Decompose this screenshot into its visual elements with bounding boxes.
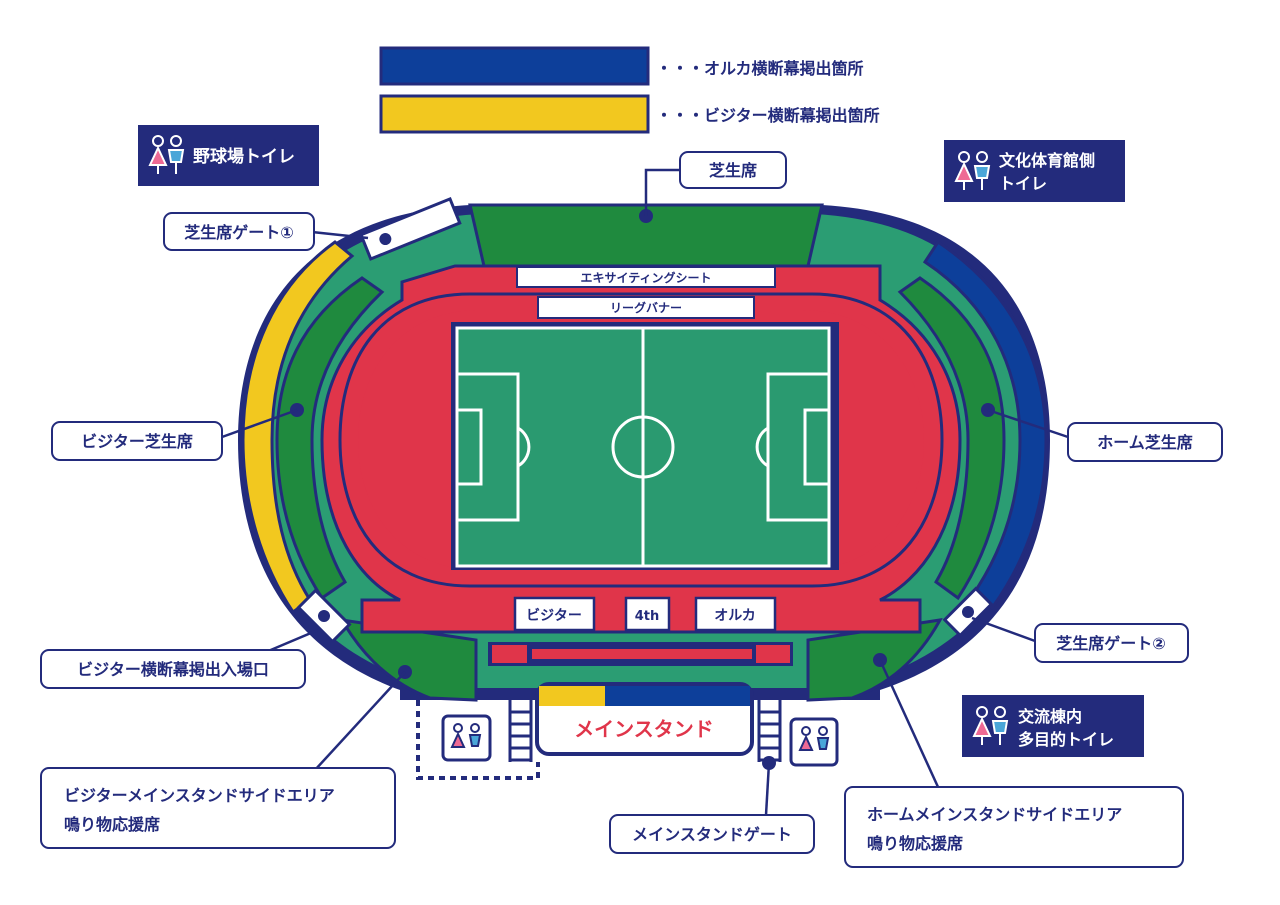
legend-visitor-swatch [379, 94, 650, 134]
toilet-exchange: 交流棟内 多目的トイレ [962, 695, 1144, 757]
legend-visitor-label: ・・・ビジター横断幕掲出箇所 [656, 106, 880, 125]
main-stand: メインスタンド [535, 682, 754, 756]
toilet-exchange-label-1: 交流棟内 [1018, 707, 1082, 726]
callout-main-gate-label: メインスタンドゲート [632, 825, 792, 844]
callout-visitor-lawn-label: ビジター芝生席 [81, 432, 193, 451]
callout-lawn-gate-1: 芝生席ゲート① [163, 212, 315, 251]
toilet-icon-main-right [789, 717, 839, 767]
callout-visitor-side-label-1: ビジターメインスタンドサイドエリア [64, 786, 335, 805]
callout-visitor-lawn: ビジター芝生席 [51, 421, 223, 461]
exciting-seat-label: エキサイティングシート [580, 270, 711, 285]
pitch-side-strip-right [756, 645, 790, 663]
bench-orca-label: オルカ [714, 608, 756, 624]
bench-orca-box [694, 596, 777, 632]
legend-orca-swatch [379, 46, 650, 86]
callout-home-side-label-2: 鳴り物応援席 [867, 834, 963, 853]
football-pitch [451, 322, 839, 570]
callout-home-side: ホームメインスタンドサイドエリア 鳴り物応援席 [844, 786, 1184, 868]
main-stand-orca-banner [605, 686, 750, 706]
toilet-baseball: 野球場トイレ [138, 125, 319, 186]
legend-orca-label: ・・・オルカ横断幕掲出箇所 [656, 59, 864, 78]
exciting-seat-box [516, 266, 776, 288]
orca-banner-area [922, 239, 1048, 610]
centre-circle [611, 415, 675, 479]
callout-home-lawn: ホーム芝生席 [1067, 422, 1223, 462]
visitor-banner-gate-marker [296, 588, 352, 644]
toilet-icon-main-left [441, 714, 492, 762]
callout-home-lawn-label: ホーム芝生席 [1097, 433, 1193, 452]
toilet-gym-label-1: 文化体育館側 [999, 151, 1095, 170]
dotted-visitor-area [416, 700, 540, 780]
callout-visitor-side-label-2: 鳴り物応援席 [64, 815, 160, 834]
league-banner-box [537, 296, 755, 319]
toilet-gym: 文化体育館側 トイレ [944, 140, 1125, 202]
right-penalty-arc [755, 426, 769, 468]
callout-visitor-side: ビジターメインスタンドサイドエリア 鳴り物応援席 [40, 767, 396, 849]
visitor-side-area [339, 618, 478, 702]
stairs-left [508, 700, 533, 762]
bench-4th-box [624, 596, 671, 632]
left-penalty-arc [517, 426, 531, 468]
callout-visitor-banner-gate: ビジター横断幕掲出入場口 [40, 649, 306, 689]
bench-4th-label: 4th [635, 609, 660, 624]
visitor-banner-area [241, 240, 355, 615]
callout-lawn-top-label: 芝生席 [709, 161, 757, 180]
main-stand-visitor-banner [539, 686, 605, 706]
league-banner-label: リーグバナー [610, 300, 682, 315]
callout-main-gate: メインスタンドゲート [609, 814, 815, 854]
callout-lawn-gate-1-label: 芝生席ゲート① [184, 223, 294, 242]
main-stand-label: メインスタンド [574, 717, 714, 741]
left-goal-box [455, 408, 483, 486]
legend: ・・・オルカ横断幕掲出箇所 ・・・ビジター横断幕掲出箇所 [379, 46, 880, 134]
bench-visitor-label: ビジター [526, 608, 582, 624]
toilet-icon [148, 135, 185, 174]
right-goal-box [803, 408, 831, 486]
lawn-gate-1-marker [359, 196, 462, 261]
track-inner-line [338, 292, 944, 588]
home-lawn-seats [897, 276, 1006, 601]
bench-visitor-box [513, 596, 596, 632]
callout-lawn-top: 芝生席 [679, 151, 787, 189]
callout-lawn-gate-2: 芝生席ゲート② [1034, 623, 1189, 663]
toilet-gym-label-2: トイレ [999, 174, 1047, 193]
callout-lawn-gate-2-label: 芝生席ゲート② [1056, 634, 1166, 653]
pitch-side-strip-mid [532, 649, 752, 659]
stadium: エキサイティングシート リーグバナー ビジター 4th オルカ [238, 196, 1050, 780]
stairs-right [757, 700, 782, 762]
toilet-baseball-label: 野球場トイレ [193, 147, 295, 167]
pitch-side-strip-left [492, 645, 527, 663]
callout-home-side-label-1: ホームメインスタンドサイドエリア [867, 805, 1122, 824]
toilet-icon [954, 151, 991, 190]
toilet-exchange-label-2: 多目的トイレ [1018, 730, 1114, 749]
toilet-icon [972, 706, 1009, 745]
callout-visitor-banner-gate-label: ビジター横断幕掲出入場口 [77, 660, 269, 679]
